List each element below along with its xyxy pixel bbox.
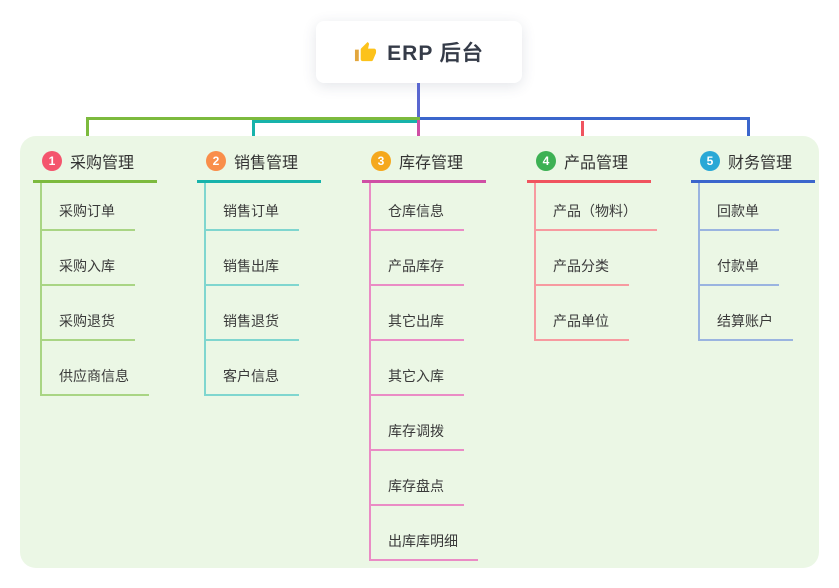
branch-heading-sales[interactable]: 2 销售管理 (197, 145, 321, 183)
thumbs-up-icon (355, 41, 377, 61)
branch-finance: 5 财务管理 回款单 付款单 结算账户 (691, 145, 839, 341)
branch-children-product: 产品（物料） 产品分类 产品单位 (534, 183, 692, 341)
branch-label: 产品管理 (564, 155, 629, 172)
node-sales-order[interactable]: 销售订单 (206, 183, 362, 231)
node-purchase-return[interactable]: 采购退货 (42, 286, 198, 341)
connector-drop-branch4 (581, 121, 584, 148)
connector-drop-branch1 (86, 117, 89, 148)
branch-sales: 2 销售管理 销售订单 销售出库 销售退货 客户信息 (197, 145, 362, 396)
node-stock-count[interactable]: 库存盘点 (371, 451, 527, 506)
node-other-inbound[interactable]: 其它入库 (371, 341, 527, 396)
branch-label: 财务管理 (728, 155, 793, 172)
branch-number-badge: 1 (42, 151, 62, 171)
branch-number-badge: 5 (700, 151, 720, 171)
node-other-outbound[interactable]: 其它出库 (371, 286, 527, 341)
connector-drop-branch2 (252, 120, 255, 148)
node-settlement-account[interactable]: 结算账户 (700, 286, 839, 341)
connector-root-drop (417, 83, 420, 120)
branch-children-inventory: 仓库信息 产品库存 其它出库 其它入库 库存调拨 库存盘点 出库库明细 (369, 183, 527, 561)
branch-product: 4 产品管理 产品（物料） 产品分类 产品单位 (527, 145, 692, 341)
node-product-material[interactable]: 产品（物料） (536, 183, 692, 231)
branch-number-badge: 2 (206, 151, 226, 171)
node-sales-return[interactable]: 销售退货 (206, 286, 362, 341)
mindmap-panel (20, 136, 819, 568)
branch-label: 采购管理 (70, 155, 135, 172)
branch-children-finance: 回款单 付款单 结算账户 (698, 183, 839, 341)
branch-heading-purchase[interactable]: 1 采购管理 (33, 145, 157, 183)
branch-label: 库存管理 (399, 155, 464, 172)
connector-bus-branch2 (252, 120, 420, 123)
node-purchase-inbound[interactable]: 采购入库 (42, 231, 198, 286)
node-product-category[interactable]: 产品分类 (536, 231, 692, 286)
connector-bus-branch5 (420, 117, 750, 120)
connector-drop-branch5 (747, 117, 750, 148)
node-sales-outbound[interactable]: 销售出库 (206, 231, 362, 286)
branch-heading-product[interactable]: 4 产品管理 (527, 145, 651, 183)
node-stock-transfer[interactable]: 库存调拨 (371, 396, 527, 451)
node-outbound-detail[interactable]: 出库库明细 (371, 506, 527, 561)
branch-inventory: 3 库存管理 仓库信息 产品库存 其它出库 其它入库 库存调拨 库存盘点 出库库… (362, 145, 527, 561)
connector-bus-branch1 (86, 117, 420, 120)
branch-children-purchase: 采购订单 采购入库 采购退货 供应商信息 (40, 183, 198, 396)
node-warehouse-info[interactable]: 仓库信息 (371, 183, 527, 231)
root-node-erp-backend[interactable]: ERP 后台 (316, 21, 522, 83)
branch-children-sales: 销售订单 销售出库 销售退货 客户信息 (204, 183, 362, 396)
node-purchase-order[interactable]: 采购订单 (42, 183, 198, 231)
branch-purchase: 1 采购管理 采购订单 采购入库 采购退货 供应商信息 (33, 145, 198, 396)
connector-drop-branch3 (417, 120, 420, 148)
branch-number-badge: 4 (536, 151, 556, 171)
node-product-stock[interactable]: 产品库存 (371, 231, 527, 286)
node-receipt-order[interactable]: 回款单 (700, 183, 839, 231)
branch-label: 销售管理 (234, 155, 299, 172)
node-product-unit[interactable]: 产品单位 (536, 286, 692, 341)
root-node-label: ERP 后台 (387, 42, 484, 65)
branch-number-badge: 3 (371, 151, 391, 171)
node-customer-info[interactable]: 客户信息 (206, 341, 362, 396)
branch-heading-finance[interactable]: 5 财务管理 (691, 145, 815, 183)
node-payment-order[interactable]: 付款单 (700, 231, 839, 286)
node-supplier-info[interactable]: 供应商信息 (42, 341, 198, 396)
branch-heading-inventory[interactable]: 3 库存管理 (362, 145, 486, 183)
